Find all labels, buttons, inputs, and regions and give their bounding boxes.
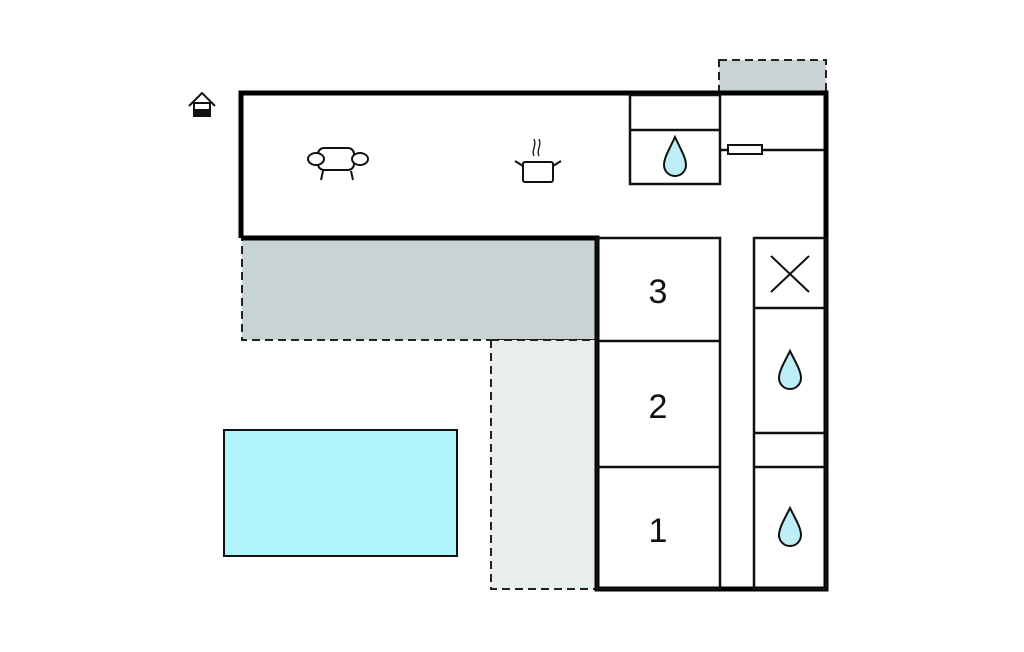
terrace-top-right [718,59,827,94]
room-label-3: 3 [649,273,668,311]
pool [223,429,458,557]
room-label-2: 2 [649,388,668,426]
interior-walls [595,93,828,591]
water-drop-icon [662,134,688,177]
terrace-covered [241,238,598,341]
sofa-icon [307,147,369,181]
toilet-x-icon [770,255,810,293]
terrace-open [490,339,598,590]
heater-icon [727,144,763,155]
kitchen-pot-icon [514,138,562,183]
room-label-1: 1 [649,512,668,550]
entrance-icon [188,91,216,117]
water-drop-icon [777,505,803,547]
water-drop-icon [777,348,803,390]
